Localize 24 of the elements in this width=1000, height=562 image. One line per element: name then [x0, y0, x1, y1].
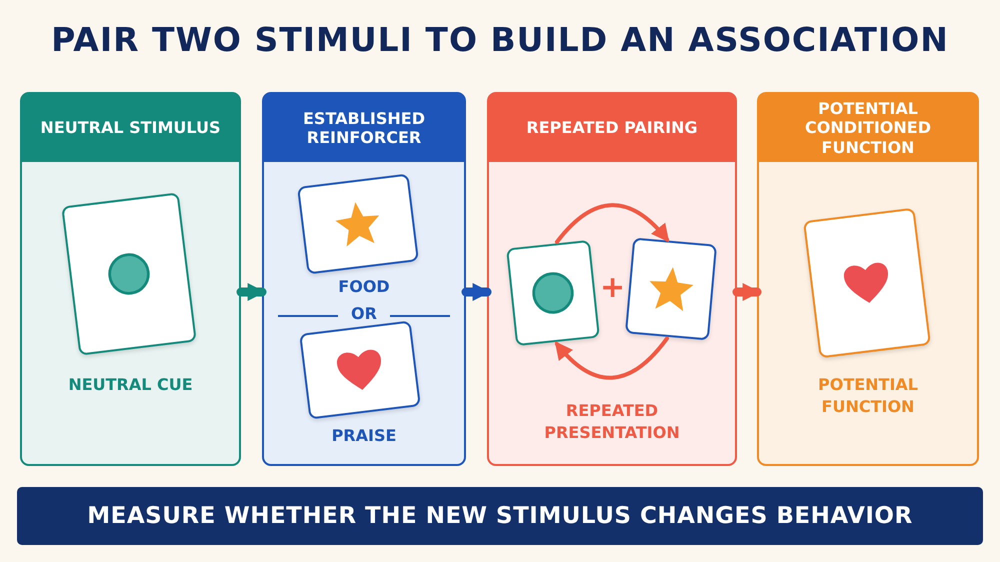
arrow [236, 283, 266, 301]
banner [17, 487, 983, 545]
panel-header: NEUTRAL STIMULUS [22, 94, 239, 162]
caption-text: FOOD [337, 276, 391, 298]
stage-panel [757, 92, 979, 466]
title-text: PAIR TWO STIMULI TO BUILD AN ASSOCIATION [51, 20, 949, 59]
stimulus-card [624, 238, 718, 340]
arrow [555, 203, 670, 244]
stage-panel [262, 92, 466, 466]
caption-text: NEUTRAL CUE [67, 374, 194, 396]
stage-panel [487, 92, 737, 466]
arrow [732, 283, 762, 301]
arrow [554, 336, 669, 380]
caption-text: REPEATED PRESENTATION [543, 400, 681, 444]
panel-header: REPEATED PAIRING [489, 94, 735, 162]
separator-label: OR [350, 303, 378, 325]
arrow [462, 283, 492, 301]
stage-panel [20, 92, 241, 466]
panel-header: POTENTIAL CONDITIONED FUNCTION [759, 94, 977, 162]
banner-text: MEASURE WHETHER THE NEW STIMULUS CHANGES BEHAVIOR [87, 503, 913, 529]
panel-header: ESTABLISHED REINFORCER [264, 94, 464, 162]
caption-text: POTENTIAL FUNCTION [816, 374, 919, 418]
caption-text: PRAISE [330, 425, 398, 447]
plus-sign: + [600, 270, 626, 305]
